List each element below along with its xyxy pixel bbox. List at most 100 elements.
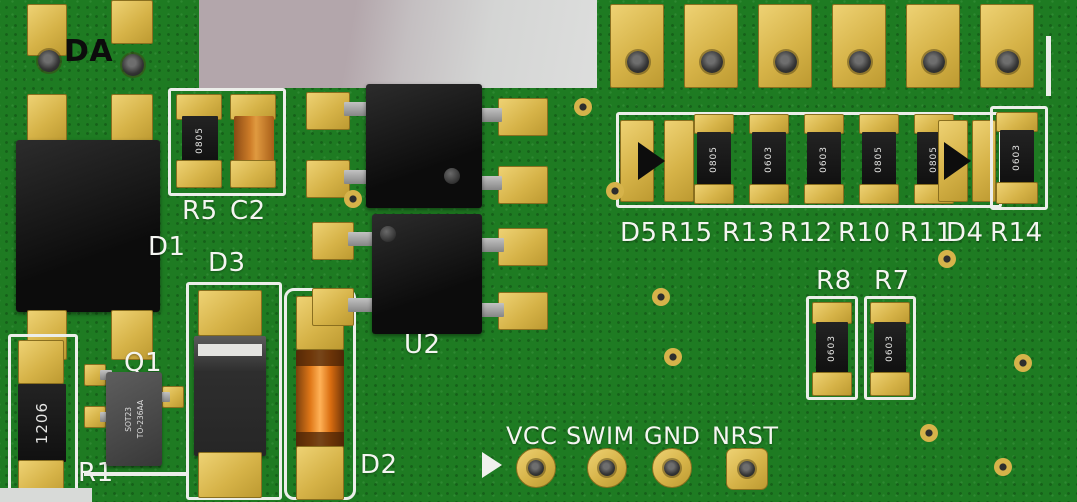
via [920, 424, 938, 442]
silkscreen-label-d4: D4 [946, 218, 984, 248]
silkscreen-label-da: DA [64, 34, 114, 69]
capacitor-c2-body [234, 116, 274, 164]
diode-d3-body [194, 336, 266, 456]
ic-lead [476, 303, 504, 317]
header-pad-nrst [726, 448, 768, 490]
edge-connector-pad [610, 4, 664, 88]
mounting-hole [38, 50, 60, 72]
silkscreen-label-nrst: NRST [712, 422, 779, 450]
header-pad-gnd [652, 448, 692, 488]
diode-d3-stripe [198, 344, 262, 356]
resistor-r8-marking: 0603 [827, 334, 837, 362]
solder-pad [111, 94, 153, 142]
solder-pad [306, 92, 350, 130]
silkscreen-label-r8: R8 [816, 266, 852, 296]
solder-pad [749, 114, 789, 134]
transistor-q1-marking-line2: TO-236AA [135, 399, 145, 439]
pin1-marker [380, 226, 396, 242]
solder-pad [804, 114, 844, 134]
via [574, 98, 592, 116]
resistor-r12-body: 0603 [807, 132, 841, 186]
solder-pad [111, 310, 153, 360]
resistor-r8-body: 0603 [816, 322, 848, 374]
header-pad-vcc [516, 448, 556, 488]
silkscreen-label-r13: R13 [722, 218, 775, 248]
resistor-r13-body: 0603 [752, 132, 786, 186]
solder-pad [870, 302, 910, 324]
solder-pad [804, 184, 844, 204]
solder-pad [870, 372, 910, 396]
edge-connector-pad [906, 4, 960, 88]
solder-pad [694, 184, 734, 204]
resistor-r12-marking: 0603 [819, 145, 829, 173]
silkscreen-label-r5: R5 [182, 196, 218, 226]
resistor-r7-marking: 0603 [885, 334, 895, 362]
solder-pad [306, 160, 350, 198]
silkscreen-label-r14: R14 [990, 218, 1043, 248]
header-pad-swim [587, 448, 627, 488]
silkscreen-line [84, 472, 186, 476]
solder-pad [498, 166, 548, 204]
solder-pad [498, 292, 548, 330]
ic-lead [344, 102, 370, 116]
silkscreen-outline-d3 [186, 282, 282, 500]
solder-pad [27, 4, 67, 56]
solder-pad [312, 222, 354, 260]
resistor-r14-marking: 0603 [1012, 143, 1022, 171]
solder-pad [812, 372, 852, 396]
board-edge-strip [0, 488, 92, 502]
silkscreen-label-d1: D1 [148, 232, 186, 262]
diode-d1-body [16, 140, 160, 312]
ic-u2-body-top [366, 84, 482, 208]
solder-pad [176, 160, 222, 188]
through-hole [664, 460, 680, 476]
transistor-lead [158, 392, 170, 402]
silkscreen-label-r11: R11 [900, 218, 953, 248]
solder-pad [296, 446, 344, 500]
solder-pad [996, 112, 1038, 132]
solder-pad [498, 98, 548, 136]
via [652, 288, 670, 306]
solder-pad [694, 114, 734, 134]
resistor-r10-body: 0805 [862, 132, 896, 186]
solder-pad [198, 452, 262, 498]
silkscreen-label-swim: SWIM [566, 422, 635, 450]
edge-connector-pad [758, 4, 812, 88]
via [344, 190, 362, 208]
through-hole [627, 51, 649, 73]
diode-d4-cathode-marker [944, 142, 971, 180]
silkscreen-label-r12: R12 [780, 218, 833, 248]
through-hole [739, 461, 755, 477]
through-hole [528, 460, 544, 476]
ic-lead [348, 232, 374, 246]
ic-lead [344, 170, 370, 184]
solder-pad [111, 0, 153, 44]
solder-pad [18, 340, 64, 384]
resistor-r10-marking: 0805 [874, 145, 884, 173]
via [606, 182, 624, 200]
via [1014, 354, 1032, 372]
diode-d2-band [296, 432, 344, 448]
silkscreen-label-r7: R7 [874, 266, 910, 296]
through-hole [775, 51, 797, 73]
resistor-r1-body: 1206 [18, 384, 66, 462]
silkscreen-label-d5: D5 [620, 218, 658, 248]
solder-pad [27, 94, 67, 142]
ic-lead [476, 238, 504, 252]
resistor-r15-marking: 0805 [709, 145, 719, 173]
solder-pad [312, 288, 354, 326]
solder-pad [996, 182, 1038, 204]
solder-pad [812, 302, 852, 324]
solder-pad [749, 184, 789, 204]
solder-pad [230, 94, 276, 120]
solder-pad [859, 184, 899, 204]
solder-pad [664, 120, 694, 202]
solder-pad [498, 228, 548, 266]
silkscreen-outline-r7 [864, 296, 916, 400]
via [994, 458, 1012, 476]
edge-connector-pad [684, 4, 738, 88]
transistor-q1-marking-line1: SOT23 [123, 406, 133, 432]
silkscreen-label-u2: U2 [404, 330, 441, 360]
ic-lead [348, 298, 374, 312]
silkscreen-outline-r8 [806, 296, 858, 400]
